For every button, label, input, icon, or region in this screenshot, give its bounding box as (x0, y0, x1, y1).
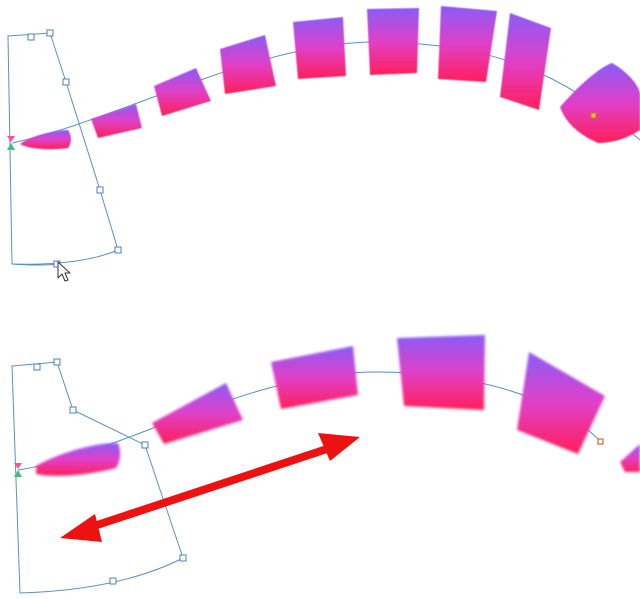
segments-bottom (36, 335, 640, 476)
segment-8[interactable] (500, 13, 551, 110)
bottom-panel (11, 335, 640, 594)
segment-1[interactable] (20, 130, 71, 150)
segment-3[interactable] (271, 346, 358, 409)
segment-2[interactable] (152, 383, 243, 444)
start-point-marker-bottom[interactable] (14, 463, 22, 477)
cage-handle[interactable] (53, 358, 61, 366)
segment-6[interactable] (367, 8, 419, 75)
segment-1[interactable] (36, 443, 121, 476)
cage-handle[interactable] (96, 186, 104, 194)
mouse-pointer-icon (57, 261, 71, 282)
cage-handle[interactable] (33, 363, 41, 371)
cage-handle[interactable] (114, 246, 122, 254)
segments-top (20, 6, 640, 150)
envelope-cage-top[interactable] (7, 32, 119, 266)
segment-3[interactable] (154, 68, 211, 116)
cage-handle[interactable] (109, 577, 117, 585)
cage-handles-top (27, 29, 122, 268)
start-point-marker-top[interactable] (7, 136, 15, 150)
segment-5[interactable] (293, 17, 346, 79)
segment-4[interactable] (397, 335, 485, 410)
top-panel (7, 6, 640, 282)
segment-5[interactable] (517, 352, 605, 454)
segment-6[interactable] (620, 444, 640, 472)
segment-9[interactable] (560, 63, 640, 143)
cage-handle[interactable] (179, 554, 187, 562)
end-point-marker-top[interactable] (590, 112, 597, 119)
segment-7[interactable] (438, 6, 497, 82)
envelope-cage-bottom[interactable] (11, 361, 184, 594)
cage-handle[interactable] (46, 29, 54, 37)
cage-handle[interactable] (62, 78, 70, 86)
cage-handle[interactable] (69, 406, 77, 414)
cage-handle[interactable] (141, 441, 149, 449)
cage-handle[interactable] (27, 33, 35, 41)
end-point-marker-bottom[interactable] (597, 438, 604, 445)
envelope-outline (11, 361, 184, 594)
segment-2[interactable] (91, 104, 142, 138)
segment-4[interactable] (220, 35, 276, 94)
double-headed-arrow-icon (60, 433, 360, 542)
cage-handles-bottom (33, 358, 187, 585)
